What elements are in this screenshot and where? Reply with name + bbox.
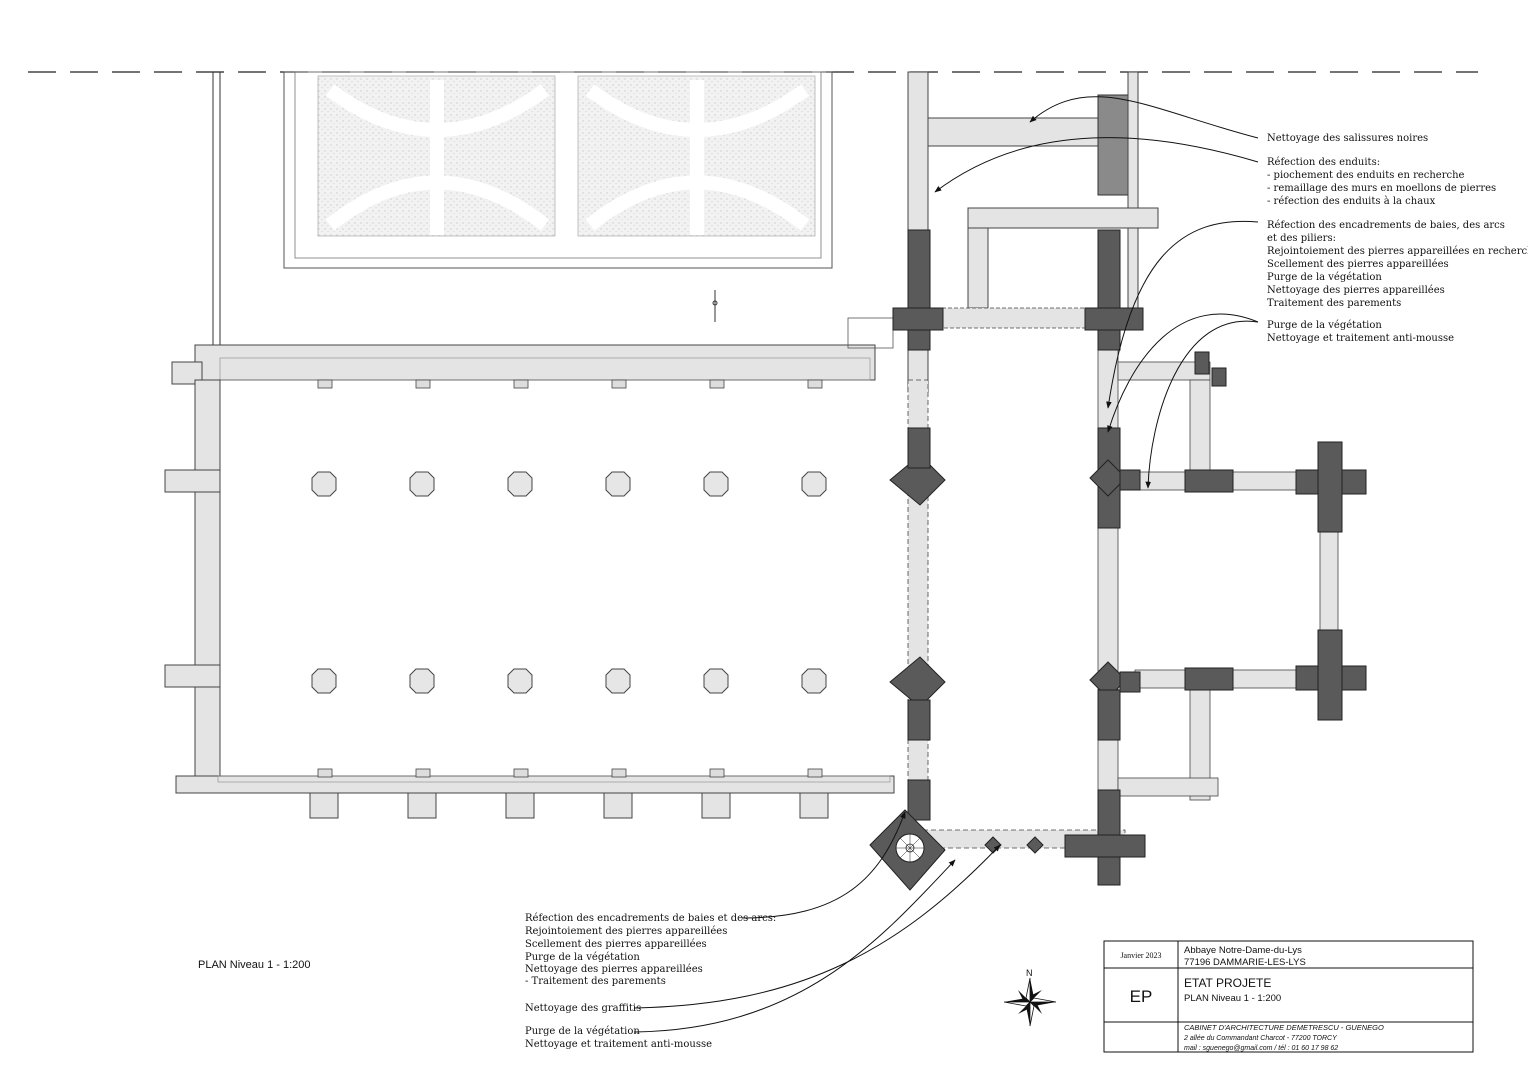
note-vegetation-bottom: Purge de la végétation Nettoyage et trai… bbox=[525, 1026, 712, 1050]
title-block-firm-address: 2 allée du Commandant Charcot - 77200 TO… bbox=[1183, 1035, 1338, 1042]
transept bbox=[907, 329, 1339, 849]
title-block-sheet: PLAN Niveau 1 - 1:200 bbox=[1184, 993, 1281, 1004]
bottom-annotations: Réfection des encadrements de baies et d… bbox=[525, 913, 779, 1050]
title-block-firm-contact: mail : sguenego@gmail.com / tél : 01 60 … bbox=[1184, 1045, 1338, 1052]
compass-rose-icon bbox=[1003, 977, 1057, 1027]
leader-lines bbox=[633, 96, 1259, 1033]
note-graffitis: Nettoyage des graffitis bbox=[525, 1003, 641, 1014]
nave bbox=[164, 344, 895, 819]
stair-tower bbox=[895, 833, 925, 863]
title-block-date: Janvier 2023 bbox=[1120, 951, 1161, 960]
title-block: Janvier 2023 Abbaye Notre-Dame-du-Lys 77… bbox=[1103, 940, 1474, 1053]
title-block-phase: ETAT PROJETE bbox=[1184, 976, 1271, 990]
title-block-project-address: 77196 DAMMARIE-LES-LYS bbox=[1184, 957, 1306, 968]
cloister-garden bbox=[212, 71, 833, 345]
note-encadrements-arcs: Réfection des encadrements de baies et d… bbox=[525, 913, 779, 987]
dark-piers bbox=[869, 229, 1367, 891]
plan-label: PLAN Niveau 1 - 1:200 bbox=[198, 959, 311, 971]
note-vegetation-right: Purge de la végétation Nettoyage et trai… bbox=[1267, 320, 1454, 344]
north-label: N bbox=[1026, 968, 1033, 978]
title-block-code: EP bbox=[1130, 987, 1153, 1006]
title-block-project-name: Abbaye Notre-Dame-du-Lys bbox=[1184, 945, 1302, 956]
note-salissures: Nettoyage des salissures noires bbox=[1267, 133, 1428, 144]
title-block-firm: CABINET D'ARCHITECTURE DEMETRESCU - GUEN… bbox=[1184, 1023, 1384, 1032]
right-annotations: Nettoyage des salissures noires Réfectio… bbox=[1267, 133, 1528, 344]
note-enduits: Réfection des enduits: - piochement des … bbox=[1267, 157, 1499, 207]
note-encadrements-piliers: Réfection des encadrements de baies, des… bbox=[1267, 220, 1528, 309]
